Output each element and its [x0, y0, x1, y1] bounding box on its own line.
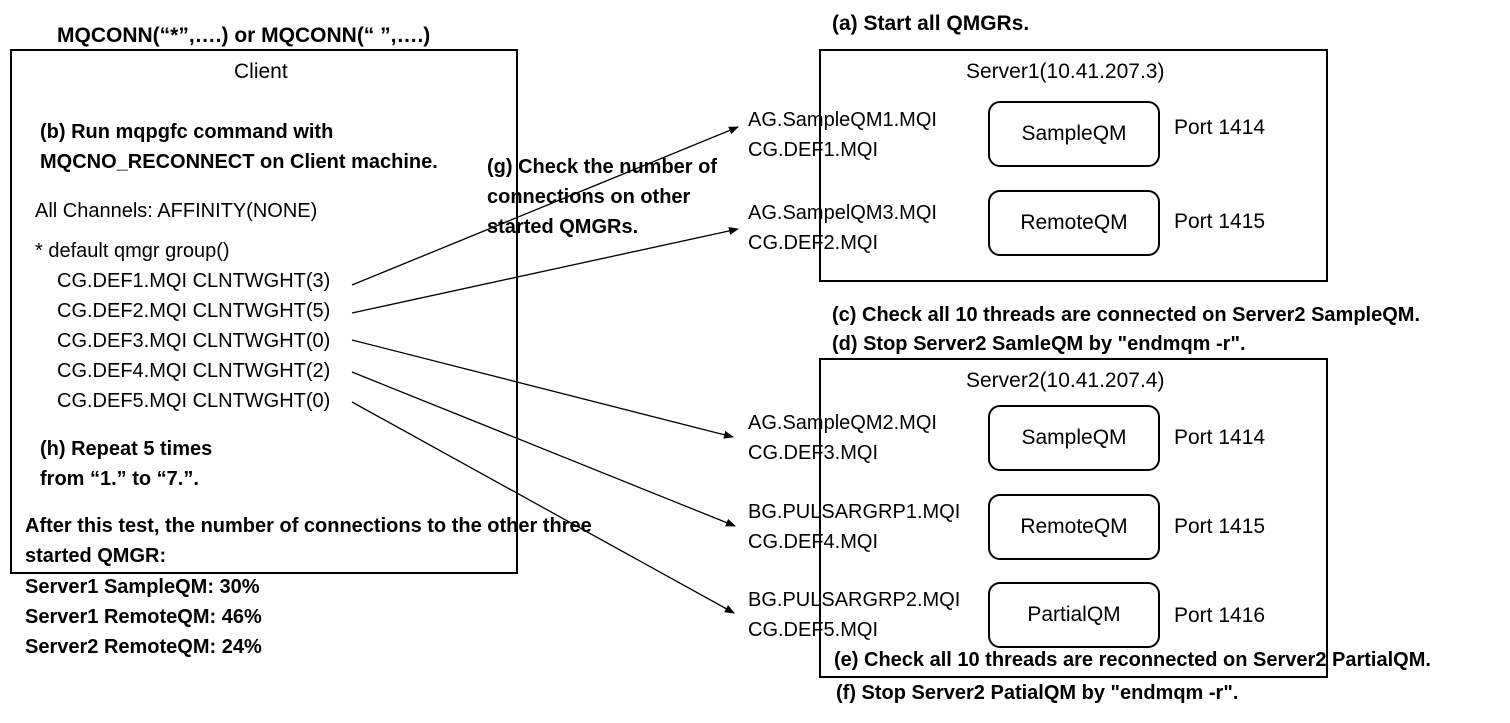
arrow-def4-to-server2-remoteqm [351, 371, 736, 527]
qm-label: PartialQM [1027, 603, 1121, 626]
client-channel-entry: CG.DEF5.MQI CLNTWGHT(0) [57, 390, 331, 412]
mqconn-call-label: MQCONN(“*”,….) or MQCONN(“ ”,….) [57, 24, 431, 47]
server1-ag-channel: AG.SampleQM1.MQI [748, 109, 937, 131]
server1-port-label: Port 1414 [1174, 116, 1266, 139]
server2-port-label: Port 1414 [1174, 426, 1266, 449]
result-item: Server1 RemoteQM: 46% [25, 606, 262, 628]
step-b-line1: (b) Run mqpgfc command with [40, 121, 334, 143]
result-item: Server1 SampleQM: 30% [25, 576, 260, 598]
server1-title: Server1(10.41.207.3) [966, 60, 1165, 83]
server1-cg-channel: CG.DEF2.MQI [748, 232, 879, 254]
arrow-def5-to-server2-partialqm [351, 401, 735, 614]
client-channel-entry: CG.DEF3.MQI CLNTWGHT(0) [57, 330, 331, 352]
step-g-line2: connections on other [487, 186, 691, 208]
server2-ag-channel: BG.PULSARGRP2.MQI [748, 589, 961, 611]
server1-port-label: Port 1415 [1174, 210, 1266, 233]
server2-cg-channel: CG.DEF4.MQI [748, 531, 879, 553]
server2-ag-channel: BG.PULSARGRP1.MQI [748, 501, 961, 523]
result-item: Server2 RemoteQM: 24% [25, 636, 262, 658]
server2-cg-channel: CG.DEF5.MQI [748, 619, 879, 641]
result-line1: After this test, the number of connectio… [25, 515, 592, 537]
qm-label: SampleQM [1021, 122, 1127, 145]
step-e-label: (e) Check all 10 threads are reconnected… [834, 649, 1431, 671]
step-a-label: (a) Start all QMGRs. [832, 12, 1030, 35]
server2-sampleqm-node: SampleQM [988, 405, 1160, 471]
server2-title: Server2(10.41.207.4) [966, 369, 1165, 392]
server1-remoteqm-node: RemoteQM [988, 190, 1160, 256]
server2-port-label: Port 1416 [1174, 604, 1266, 627]
server1-cg-channel: CG.DEF1.MQI [748, 139, 879, 161]
client-channel-entry: CG.DEF4.MQI CLNTWGHT(2) [57, 360, 331, 382]
step-b-line2: MQCNO_RECONNECT on Client machine. [40, 151, 438, 173]
server2-cg-channel: CG.DEF3.MQI [748, 442, 879, 464]
arrow-def2-to-server1-remoteqm [351, 227, 739, 314]
server2-partialqm-node: PartialQM [988, 582, 1160, 648]
arrow-def1-to-server1-sampleqm [351, 126, 739, 286]
server1-sampleqm-node: SampleQM [988, 101, 1160, 167]
server2-box [819, 358, 1328, 678]
server2-remoteqm-node: RemoteQM [988, 494, 1160, 560]
server2-ag-channel: AG.SampleQM2.MQI [748, 412, 937, 434]
step-g-line3: started QMGRs. [487, 216, 639, 238]
client-title: Client [234, 60, 288, 83]
server1-ag-channel: AG.SampelQM3.MQI [748, 202, 937, 224]
arrow-def3-to-server2-sampleqm [351, 339, 734, 439]
step-g-line1: (g) Check the number of [487, 156, 718, 178]
client-channel-entry: CG.DEF2.MQI CLNTWGHT(5) [57, 300, 331, 322]
client-box [10, 49, 518, 574]
result-line2: started QMGR: [25, 545, 167, 567]
client-channel-entry: CG.DEF1.MQI CLNTWGHT(3) [57, 270, 331, 292]
step-c-label: (c) Check all 10 threads are connected o… [832, 304, 1421, 326]
qm-label: RemoteQM [1020, 211, 1128, 234]
step-d-label: (d) Stop Server2 SamleQM by "endmqm -r". [832, 333, 1246, 355]
server1-box [819, 49, 1328, 282]
step-h-line2: from “1.” to “7.”. [40, 468, 199, 490]
server2-port-label: Port 1415 [1174, 515, 1266, 538]
channels-affinity-label: All Channels: AFFINITY(NONE) [35, 200, 318, 222]
qm-label: SampleQM [1021, 426, 1127, 449]
step-h-line1: (h) Repeat 5 times [40, 438, 213, 460]
step-f-label: (f) Stop Server2 PatialQM by "endmqm -r"… [836, 682, 1239, 704]
qmgr-group-label: * default qmgr group() [35, 240, 230, 262]
qm-label: RemoteQM [1020, 515, 1128, 538]
